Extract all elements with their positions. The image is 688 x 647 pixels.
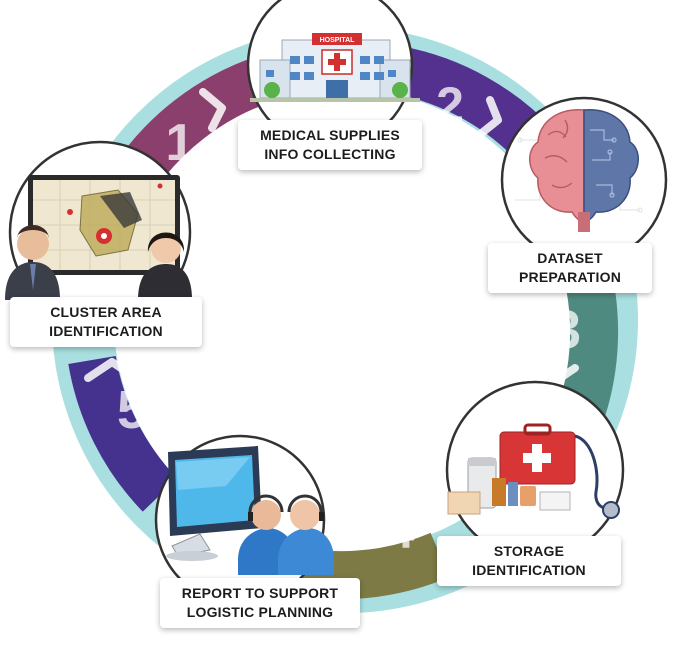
step-1-label-line2: INFO COLLECTING [264, 146, 396, 162]
step-5-label-line2: IDENTIFICATION [49, 323, 163, 339]
step-4-label-line2: LOGISTIC PLANNING [186, 604, 334, 620]
chevron-5-icon [84, 358, 140, 382]
step-5-label-line1: CLUSTER AREA [50, 304, 162, 320]
chevron-1-icon [199, 88, 226, 132]
step-number-1: 1 [166, 114, 195, 172]
step-1-label-line1: MEDICAL SUPPLIES [260, 127, 400, 143]
step-3-label-line2: IDENTIFICATION [472, 562, 586, 578]
hospital-sign-text: HOSPITAL [320, 37, 356, 44]
medical-kit-icon [447, 423, 620, 519]
brain-icon [515, 109, 643, 232]
chevron-4-icon [351, 502, 374, 544]
step-2-label: DATASET PREPARATION [488, 243, 652, 293]
step-number-5: 5 [117, 380, 147, 440]
step-1-label: MEDICAL SUPPLIES INFO COLLECTING [238, 120, 422, 170]
step-4-label: REPORT TO SUPPORT LOGISTIC PLANNING [160, 578, 360, 628]
step-4-label-line1: REPORT TO SUPPORT [181, 585, 339, 601]
step-number-3: 3 [551, 300, 581, 360]
step-number-4: 4 [386, 502, 415, 560]
step-2-label-line2: PREPARATION [518, 269, 622, 285]
step-number-2: 2 [436, 77, 464, 133]
monitor-operators-icon [166, 446, 334, 575]
step-5-label: CLUSTER AREA IDENTIFICATION [10, 297, 202, 347]
chevron-2-icon [474, 96, 502, 140]
step-2-label-line1: DATASET [537, 250, 603, 266]
map-screen-people-icon [5, 175, 192, 300]
hospital-icon: HOSPITAL [250, 33, 420, 102]
step-3-label: STORAGE IDENTIFICATION [437, 536, 621, 586]
step-3-label-line1: STORAGE [493, 543, 565, 559]
